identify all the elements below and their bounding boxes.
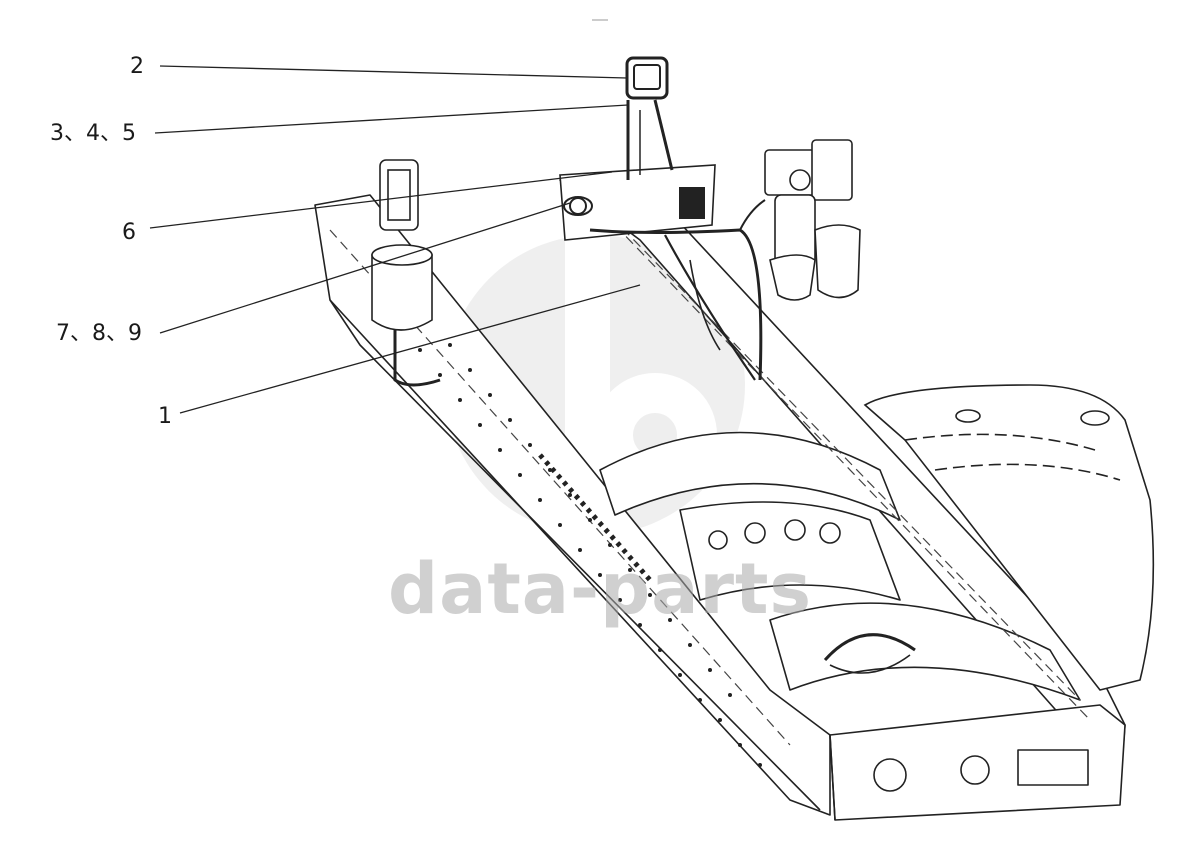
- callout-label-2: 2: [130, 54, 144, 79]
- right-valve-assembly: [764, 139, 861, 301]
- callout-label-7-8-9: 7、8、9: [56, 321, 142, 346]
- rail-holes: [418, 343, 762, 767]
- bracket-and-harness: [559, 56, 766, 381]
- watermark-text: data-parts: [388, 548, 813, 630]
- callout-label-1: 1: [158, 404, 172, 429]
- leader-lines: [149, 65, 641, 414]
- callout-label-3-4-5: 3、4、5: [50, 121, 136, 146]
- chassis-frame: [314, 179, 1126, 821]
- leader-line-7: [159, 202, 571, 334]
- fuel-tank: [863, 384, 1155, 691]
- leader-line-1: [179, 284, 641, 414]
- mounting-plate: [559, 164, 716, 241]
- leader-line-6: [149, 171, 613, 229]
- bolt-row: [538, 453, 652, 582]
- leader-line-3: [154, 104, 629, 134]
- callout-label-6: 6: [122, 220, 136, 245]
- cross-member-plate: [679, 501, 901, 601]
- leader-line-2: [159, 65, 628, 79]
- left-air-spring: [371, 159, 441, 387]
- cross-member-arc: [599, 431, 901, 521]
